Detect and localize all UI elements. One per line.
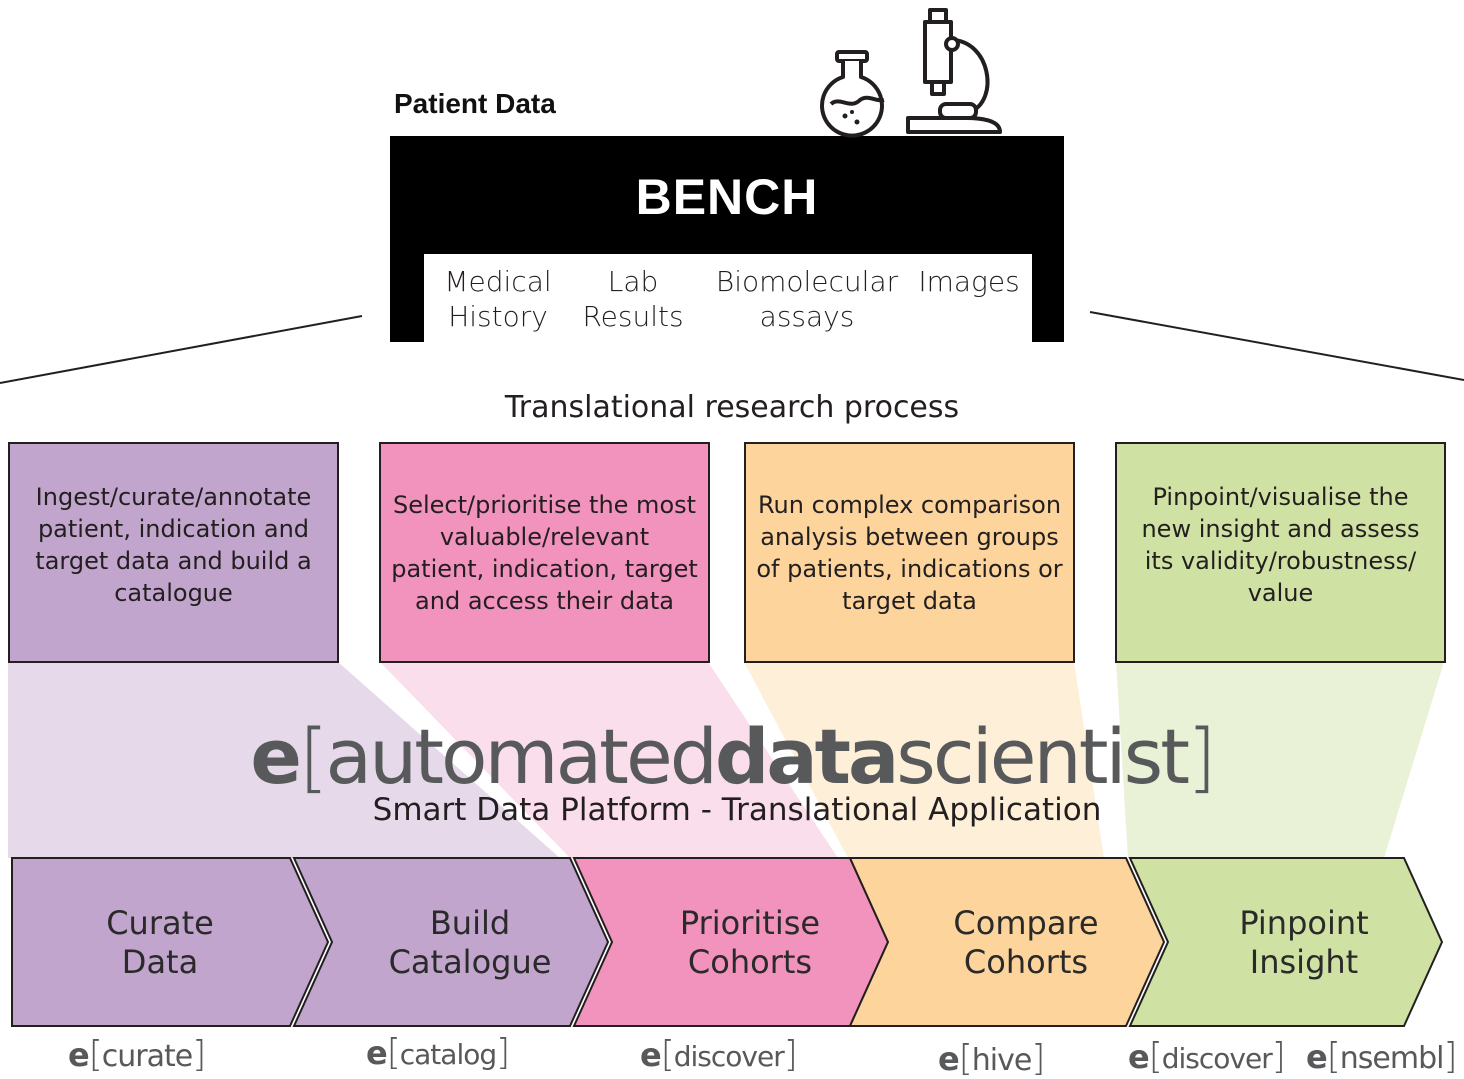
tool-name: discover	[1161, 1042, 1273, 1075]
perspective-line-right	[1089, 311, 1464, 381]
step-line2: Insight	[1249, 943, 1359, 981]
bench-title: BENCH	[635, 169, 819, 225]
step-line1: Curate	[106, 904, 214, 942]
tool-e: e	[640, 1036, 662, 1074]
tool-open-bracket: [	[958, 1038, 973, 1079]
tool-name: hive	[971, 1043, 1033, 1078]
patient-data-title: Patient Data	[394, 88, 556, 119]
tool-nsembl: e[nsembl]	[1306, 1036, 1458, 1077]
brand-part2: data	[714, 712, 899, 801]
funnel-curate	[8, 662, 560, 858]
tool-open-bracket: [	[1148, 1036, 1163, 1077]
stage-box-text: Select/prioritise the most valuable/rele…	[391, 490, 698, 615]
tool-discover-insight: e[discover]	[1128, 1036, 1286, 1077]
brand-open-bracket: [	[298, 712, 329, 801]
tool-e: e	[366, 1034, 388, 1072]
bench-shape	[390, 136, 1064, 342]
chevron-pinpoint-insight	[1128, 857, 1444, 1027]
tool-catalog: e[catalog]	[366, 1032, 510, 1073]
bench-column-medical-history: Medical History	[432, 264, 564, 334]
tool-name: catalog	[399, 1038, 497, 1071]
tool-e: e	[938, 1040, 960, 1078]
step-line1: Build	[429, 904, 511, 942]
step-build-catalogue: Build Catalogue	[360, 904, 580, 982]
brand-part3: scientist	[896, 712, 1190, 801]
tool-close-bracket: ]	[1031, 1038, 1045, 1079]
tool-name: discover	[673, 1040, 785, 1073]
process-chevrons	[11, 857, 1444, 1027]
chevron-build-catalogue	[292, 857, 610, 1027]
step-line2: Cohorts	[687, 943, 813, 981]
bench-column-lab-results: Lab Results	[578, 264, 688, 334]
tool-discover: e[discover]	[640, 1034, 798, 1075]
tool-close-bracket: ]	[192, 1034, 206, 1075]
bench-column-line1: Biomolecular	[715, 265, 899, 298]
perspective-line-left	[0, 315, 363, 384]
bench-column-line1: Images	[918, 265, 1020, 298]
step-compare-cohorts: Compare Cohorts	[916, 904, 1136, 982]
step-line2: Data	[121, 943, 199, 981]
brand-logo: e[automateddatascientist]	[0, 712, 1464, 802]
tool-e: e	[1128, 1038, 1150, 1076]
step-line1: Compare	[953, 904, 1099, 942]
step-line2: Cohorts	[963, 943, 1089, 981]
tool-e: e	[1306, 1038, 1328, 1076]
tool-curate: e[curate]	[68, 1034, 206, 1075]
bench-column-line2: Results	[582, 300, 684, 333]
bench-column-line2: assays	[759, 300, 855, 333]
microscope-icon	[906, 8, 1002, 134]
tool-open-bracket: [	[660, 1034, 675, 1075]
tool-open-bracket: [	[1326, 1036, 1341, 1077]
funnel-compare	[744, 662, 1104, 858]
bench-column-line2: History	[448, 300, 548, 333]
bench-column-images: Images	[910, 264, 1028, 299]
step-curate-data: Curate Data	[60, 904, 260, 982]
tool-e: e	[68, 1036, 90, 1074]
tool-close-bracket: ]	[1443, 1036, 1457, 1077]
bench-column-line1: Medical	[444, 265, 552, 298]
bench-column-line1: Lab	[607, 265, 659, 298]
stage-box-insight: Pinpoint/visualise the new insight and a…	[1115, 442, 1446, 663]
tool-open-bracket: [	[88, 1034, 103, 1075]
step-pinpoint-insight: Pinpoint Insight	[1194, 904, 1414, 982]
stage-box-curate: Ingest/curate/annotate patient, indicati…	[8, 442, 339, 663]
stage-box-text: Ingest/curate/annotate patient, indicati…	[35, 482, 312, 607]
funnel-prioritise	[380, 662, 838, 858]
brand-close-bracket: ]	[1187, 712, 1217, 801]
tool-close-bracket: ]	[496, 1032, 510, 1073]
tool-name: curate	[101, 1039, 193, 1074]
brand-part1: automated	[325, 712, 718, 801]
step-line2: Catalogue	[388, 943, 552, 981]
stage-box-prioritise: Select/prioritise the most valuable/rele…	[379, 442, 710, 663]
tool-close-bracket: ]	[1271, 1036, 1286, 1077]
tool-name: nsembl	[1339, 1041, 1445, 1076]
step-line1: Pinpoint	[1239, 904, 1369, 942]
bench-column-biomolecular-assays: Biomolecular assays	[708, 264, 906, 334]
step-prioritise-cohorts: Prioritise Cohorts	[640, 904, 860, 982]
chevron-curate-data	[11, 857, 330, 1027]
step-line1: Prioritise	[679, 904, 821, 942]
stage-box-text: Pinpoint/visualise the new insight and a…	[1141, 482, 1420, 607]
brand-subtitle: Smart Data Platform - Translational Appl…	[372, 792, 1102, 828]
stage-box-text: Run complex comparison analysis between …	[756, 490, 1063, 615]
chevron-compare-cohorts	[848, 857, 1166, 1027]
funnel-insight	[1116, 662, 1444, 858]
flask-icon	[820, 50, 885, 138]
process-title: Translational research process	[504, 390, 960, 425]
brand-e: e	[250, 712, 302, 801]
stage-box-compare: Run complex comparison analysis between …	[744, 442, 1075, 663]
tool-hive: e[hive]	[938, 1038, 1045, 1079]
tool-open-bracket: [	[386, 1032, 401, 1073]
tool-close-bracket: ]	[783, 1034, 798, 1075]
